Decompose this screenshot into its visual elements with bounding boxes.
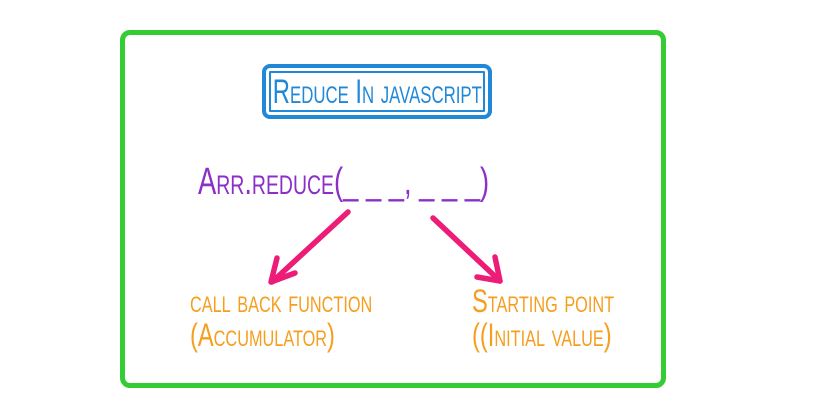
reduce-expression: Arr.reduce(_ _ _, _ _ _) <box>198 162 602 202</box>
title-box: Reduce In javascript <box>262 64 492 119</box>
starting-point-label-line1: Starting point <box>472 283 615 319</box>
starting-point-label: Starting point ((Initial value) <box>472 284 664 352</box>
reduce-expression-text: Arr.reduce(_ _ _, _ _ _) <box>198 161 490 203</box>
callback-label: call back function (Accumulator) <box>190 284 436 352</box>
callback-label-line1: call back function <box>190 283 373 319</box>
callback-label-line2: (Accumulator) <box>190 317 335 353</box>
starting-point-label-line2: ((Initial value) <box>472 317 612 353</box>
diagram-title: Reduce In javascript <box>272 72 482 111</box>
